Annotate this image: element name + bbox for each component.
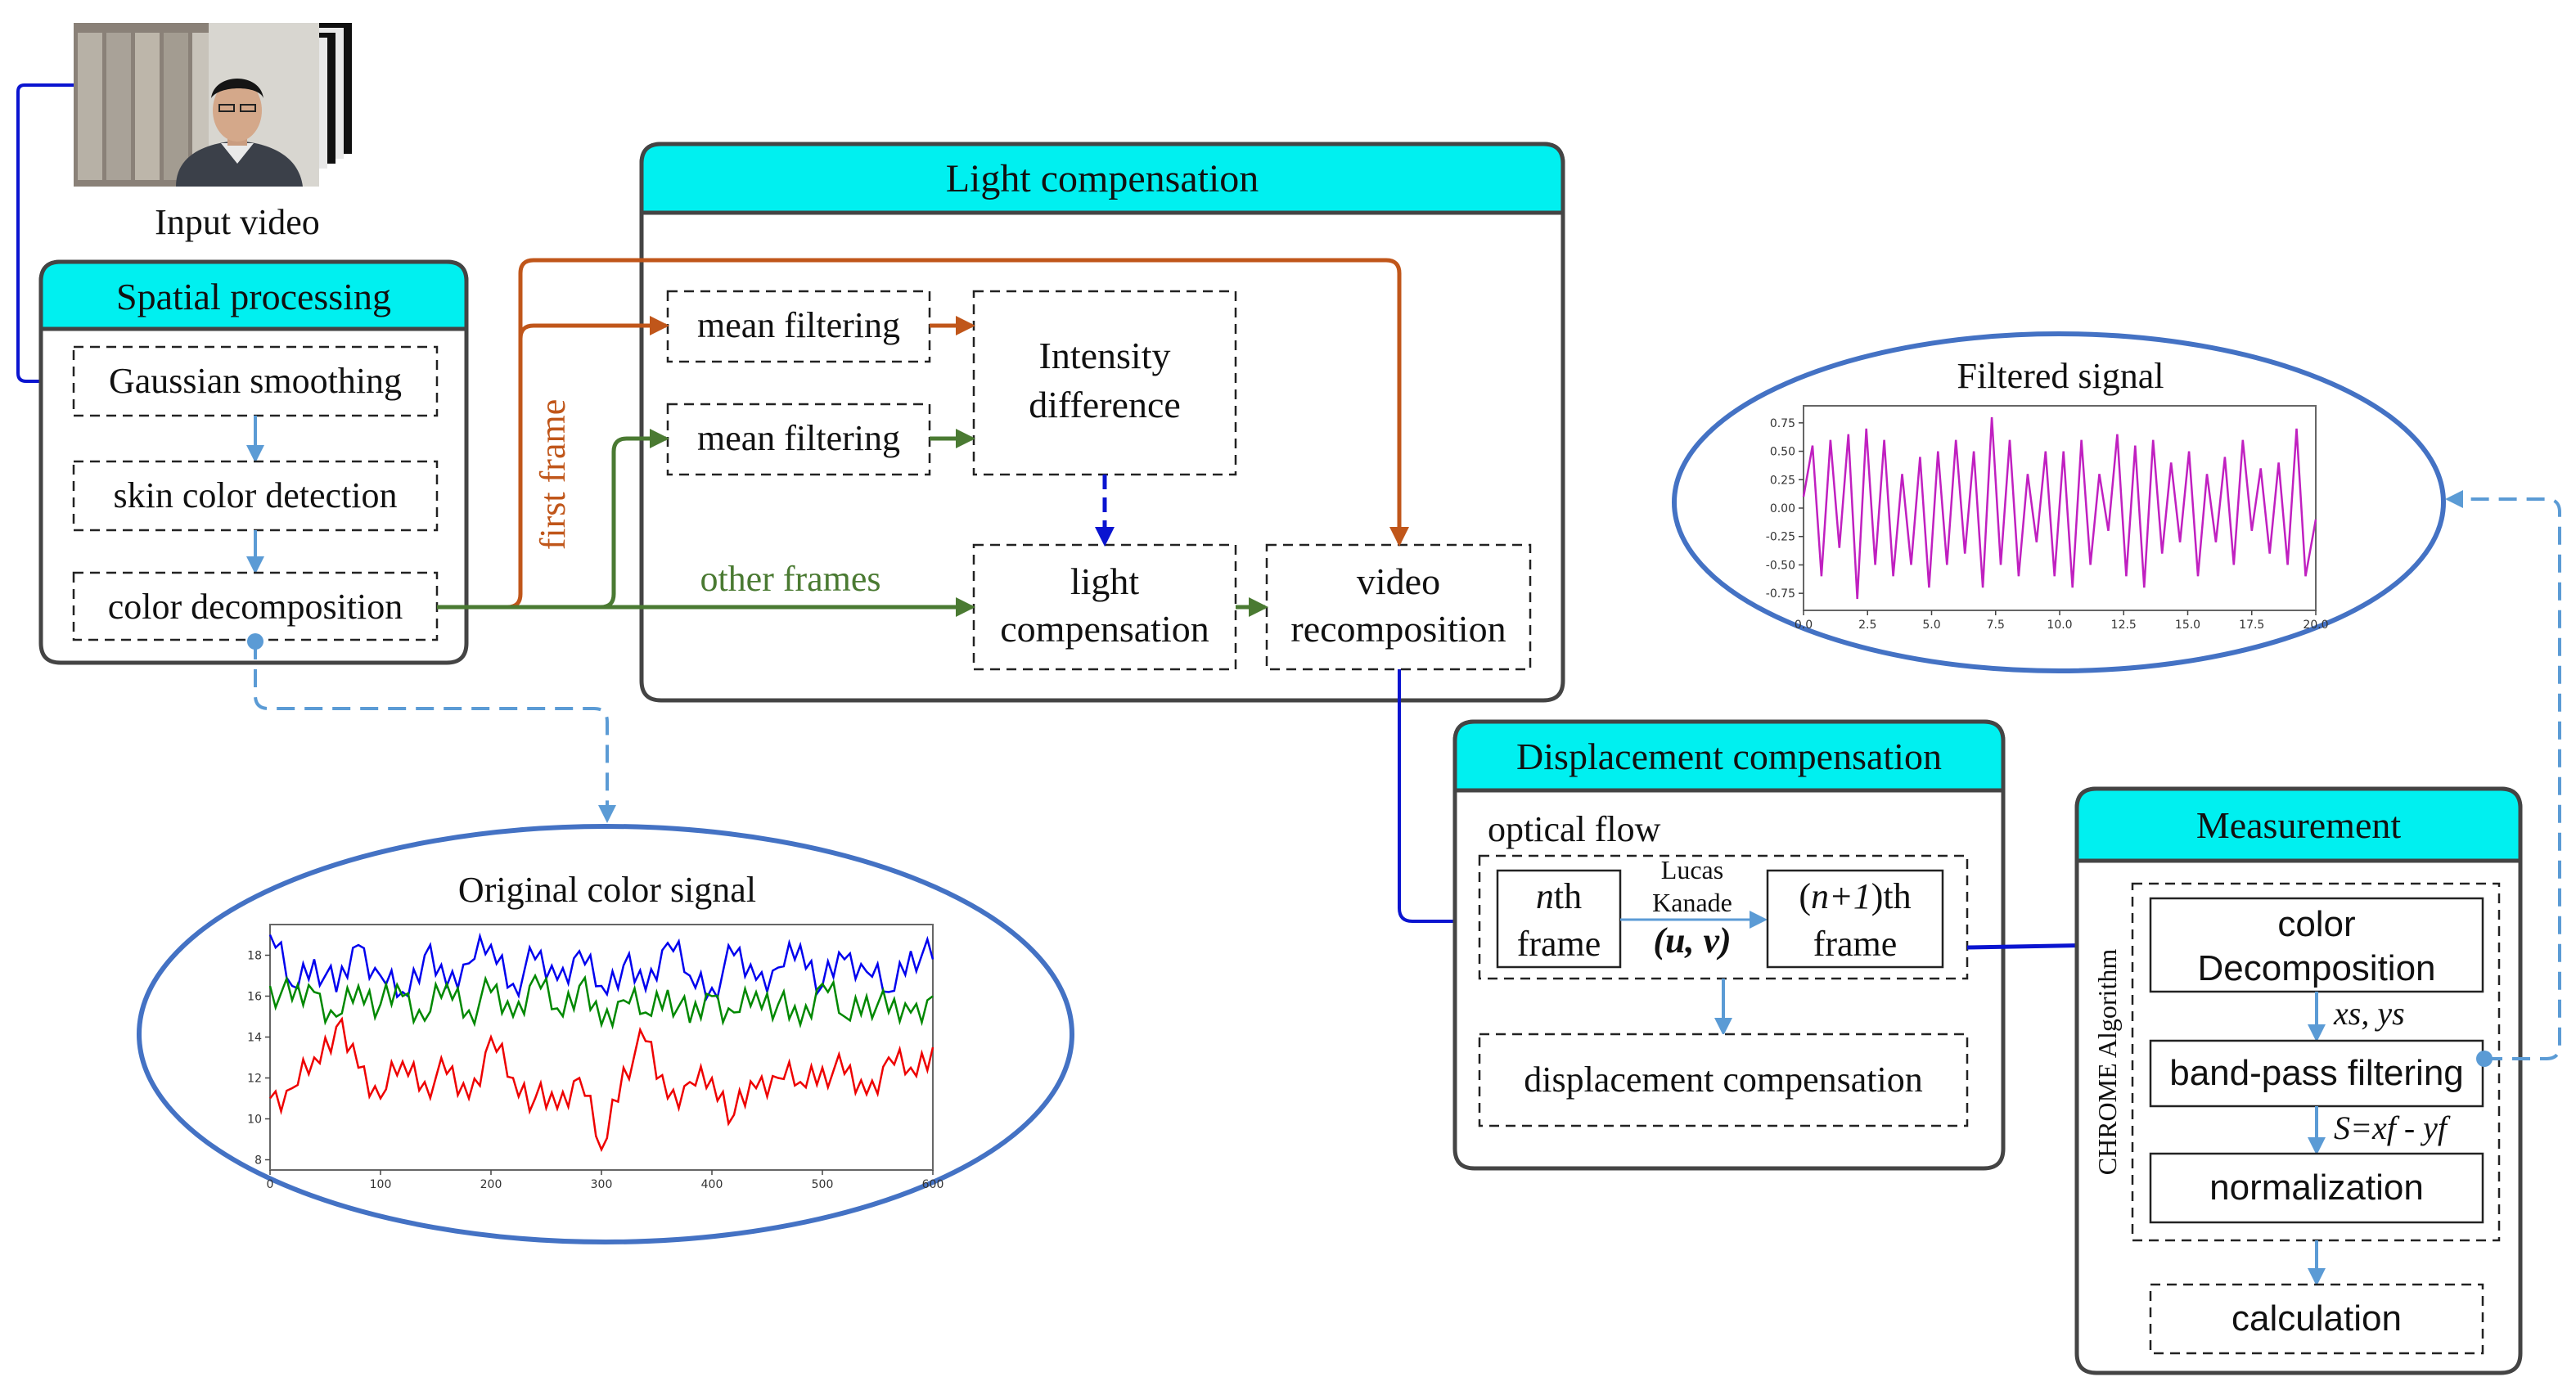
displacement-compensation-box bbox=[1478, 1033, 1969, 1127]
original-xtick-label: 400 bbox=[701, 1178, 723, 1191]
mean-filtering-label-2: mean filtering bbox=[697, 418, 900, 458]
filtered-xtick-label: 17.5 bbox=[2239, 619, 2264, 632]
measurement-header bbox=[2074, 786, 2523, 863]
dashed-to-filtered-signal bbox=[2445, 490, 2561, 1060]
original-xtick-label: 300 bbox=[591, 1178, 613, 1191]
original-signal-chart: 0 100 200 300 400 500 600 18 16 14 12 10 8 bbox=[247, 924, 944, 1191]
lucas-label: Lucas bbox=[1661, 855, 1723, 884]
intensity-difference-line2: difference bbox=[1029, 384, 1181, 425]
original-chart-frame bbox=[269, 924, 934, 1171]
kanade-label: Kanade bbox=[1652, 888, 1732, 917]
spatial-processing-header bbox=[38, 259, 469, 331]
nth-frame-box bbox=[1496, 869, 1622, 969]
uv-label: (u, v) bbox=[1653, 920, 1731, 961]
calculation-box bbox=[2149, 1283, 2484, 1355]
color-decomposition-label: color decomposition bbox=[108, 587, 403, 627]
filtered-ytick-label: -0.50 bbox=[1766, 559, 1795, 572]
filtered-ytick-label: 0.25 bbox=[1770, 474, 1795, 487]
displacement-compensation-title: Displacement compensation bbox=[1516, 736, 1942, 777]
input-video-frame bbox=[74, 23, 319, 187]
recomp-to-displacement-arrow bbox=[1398, 669, 1491, 931]
original-ytick-label: 10 bbox=[247, 1114, 262, 1127]
optical-flow-label: optical flow bbox=[1488, 809, 1661, 849]
intensity-difference-box bbox=[972, 290, 1237, 476]
measurement-title: Measurement bbox=[2196, 804, 2402, 846]
input-video-stack bbox=[74, 23, 352, 187]
light-compensation-box bbox=[972, 543, 1237, 671]
filtered-ytick-label: -0.75 bbox=[1766, 587, 1795, 601]
original-ytick-label: 8 bbox=[254, 1154, 262, 1168]
original-ytick-label: 18 bbox=[247, 950, 262, 963]
original-xtick-label: 0 bbox=[267, 1178, 274, 1191]
filtered-signal-title: Filtered signal bbox=[1957, 356, 2164, 396]
original-xtick-label: 500 bbox=[812, 1178, 834, 1191]
filtered-xtick-label: 15.0 bbox=[2175, 619, 2200, 632]
nth-frame-line1: nth bbox=[1536, 876, 1582, 916]
mean-filtering-label-1: mean filtering bbox=[697, 305, 900, 345]
input-to-gaussian-arrow bbox=[16, 83, 75, 391]
original-signal-title: Original color signal bbox=[458, 870, 756, 910]
chrome-algorithm-label: CHROME Algorithm bbox=[2092, 949, 2122, 1176]
filtered-ytick-label: -0.25 bbox=[1766, 531, 1795, 544]
normalization-label: normalization bbox=[2209, 1168, 2424, 1208]
video-recomposition-line1: video bbox=[1357, 560, 1440, 602]
other-frames-path-to-mean2 bbox=[600, 429, 669, 610]
displacement-compensation-label: displacement compensation bbox=[1524, 1060, 1923, 1100]
light-compensation-line1: light bbox=[1070, 560, 1140, 602]
filtered-series-0-line bbox=[1802, 416, 2317, 600]
filtered-xtick-label: 12.5 bbox=[2111, 619, 2137, 632]
filtered-xtick-label: 7.5 bbox=[1987, 619, 2005, 632]
original-xtick-label: 600 bbox=[922, 1178, 944, 1191]
filtered-ytick-label: 0.75 bbox=[1770, 417, 1795, 430]
gaussian-smoothing-box bbox=[72, 345, 439, 417]
xs-ys-label: xs, ys bbox=[2333, 995, 2405, 1032]
n-plus-1-frame-box bbox=[1766, 869, 1944, 969]
band-pass-filtering-box bbox=[2149, 1039, 2484, 1108]
light-compensation-line2: compensation bbox=[1000, 608, 1209, 650]
color-decomposition-measure-line2: Decomposition bbox=[2197, 948, 2435, 988]
first-frame-path-to-recomposition bbox=[437, 258, 1409, 610]
filtered-ytick-label: 0.50 bbox=[1770, 446, 1795, 459]
original-xtick-label: 100 bbox=[370, 1178, 392, 1191]
light-compensation-title: Light compensation bbox=[946, 157, 1259, 200]
light-compensation-header bbox=[639, 142, 1565, 215]
original-xtick-label: 200 bbox=[480, 1178, 502, 1191]
original-series-0-line bbox=[268, 932, 934, 1001]
intensity-difference-line1: Intensity bbox=[1039, 335, 1171, 376]
skin-color-detection-box bbox=[72, 460, 439, 532]
calculation-label: calculation bbox=[2231, 1298, 2402, 1339]
original-ytick-label: 12 bbox=[247, 1073, 262, 1086]
input-video-label: Input video bbox=[155, 202, 320, 242]
n-plus-1-frame-line2: frame bbox=[1813, 924, 1898, 964]
original-series-1-line bbox=[268, 973, 934, 1030]
filtered-ytick-label: 0.00 bbox=[1770, 502, 1795, 515]
video-recomposition-line2: recomposition bbox=[1290, 608, 1506, 650]
filtered-signal-chart: 0.0 2.5 5.0 7.5 10.0 12.5 15.0 17.5 20.0 0.75 0.50… bbox=[1766, 405, 2329, 632]
n-plus-1-frame-line1: (n+1)th bbox=[1799, 876, 1911, 916]
filtered-xtick-label: 0.0 bbox=[1795, 619, 1813, 632]
band-pass-filtering-label: band-pass filtering bbox=[2169, 1053, 2464, 1093]
displacement-compensation-header bbox=[1452, 719, 2006, 793]
first-frame-label: first frame bbox=[533, 399, 573, 550]
nth-frame-line2: frame bbox=[1517, 924, 1601, 964]
first-frame-path-to-mean1 bbox=[518, 316, 669, 340]
original-ytick-label: 16 bbox=[247, 991, 262, 1004]
color-decomposition-measure-line1: color bbox=[2277, 904, 2355, 944]
spatial-processing-title: Spatial processing bbox=[116, 276, 391, 317]
filtered-xtick-label: 5.0 bbox=[1922, 619, 1940, 632]
other-frames-label: other frames bbox=[700, 559, 880, 599]
filtered-xtick-label: 10.0 bbox=[2047, 619, 2072, 632]
s-equation-label: S=xf - yf bbox=[2334, 1109, 2451, 1146]
filtered-xtick-label: 2.5 bbox=[1858, 619, 1876, 632]
original-ytick-label: 14 bbox=[247, 1032, 262, 1045]
skin-color-detection-label: skin color detection bbox=[113, 475, 397, 515]
gaussian-smoothing-label: Gaussian smoothing bbox=[109, 361, 402, 401]
filtered-xtick-label: 20.0 bbox=[2303, 619, 2328, 632]
original-series-2-line bbox=[269, 1016, 934, 1153]
color-decomposition-measure-box bbox=[2149, 897, 2484, 993]
color-decomposition-box bbox=[72, 571, 439, 641]
normalization-box bbox=[2149, 1152, 2484, 1224]
dashed-to-original-signal bbox=[254, 641, 616, 823]
